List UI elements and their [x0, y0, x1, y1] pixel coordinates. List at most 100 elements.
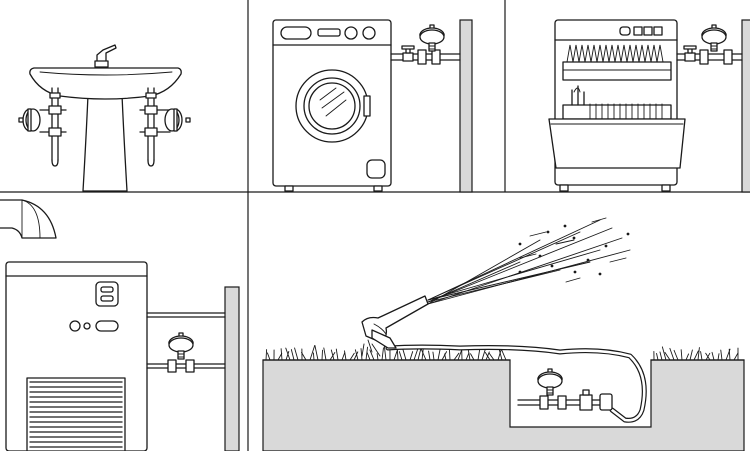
spray-droplet	[572, 236, 576, 240]
arrester-right-icon	[164, 108, 183, 132]
spray-jet	[427, 237, 623, 305]
grass-blade	[685, 353, 690, 361]
wall-right-panel4	[224, 286, 240, 451]
grass-blade	[309, 345, 316, 361]
spray-droplet	[546, 230, 550, 234]
grass-blade	[437, 347, 441, 361]
washbasin-bowl	[29, 67, 182, 100]
spray-jet	[427, 249, 601, 301]
grass-blade	[381, 347, 384, 361]
spray-droplet	[550, 264, 554, 268]
hose-connector	[599, 393, 613, 411]
grass-blade	[697, 347, 700, 361]
boiler-vent-grill	[26, 377, 126, 451]
washing-machine-panel	[272, 19, 473, 193]
grass-blade	[344, 350, 347, 361]
grass-blade	[354, 349, 359, 361]
grass-blade	[428, 350, 431, 361]
grass-blade	[383, 344, 387, 361]
grass-blade	[661, 346, 667, 361]
spray-droplet	[626, 232, 630, 236]
upper-rack	[562, 44, 672, 81]
grass-blade	[453, 352, 460, 361]
grass-blade	[497, 348, 502, 361]
grass-blade	[728, 348, 731, 361]
grass-blade	[369, 349, 375, 361]
grass-blade	[396, 349, 399, 361]
spray-droplet	[586, 258, 590, 262]
grass-blade	[700, 351, 703, 361]
grass-blade	[329, 352, 336, 361]
spray-jet	[427, 231, 581, 301]
grass-blade	[693, 350, 699, 361]
grass-blade	[717, 353, 720, 361]
grass-blade	[314, 344, 319, 361]
grass-blade	[669, 347, 675, 361]
arrester-left-icon	[22, 108, 41, 132]
grass-blade	[470, 353, 475, 361]
grass-blade	[441, 351, 448, 361]
wall-right-panel3	[741, 19, 750, 193]
arrester-icon	[419, 24, 445, 52]
spray-droplet	[518, 270, 522, 274]
grass-blade	[266, 352, 271, 361]
spray-droplet	[518, 242, 522, 246]
grass-blade	[312, 352, 315, 361]
grass-blade	[335, 348, 339, 361]
spray-droplet	[604, 244, 608, 248]
sprinkler-nozzle-icon	[361, 295, 429, 357]
grass-blade	[488, 352, 495, 361]
flue-pipe	[0, 199, 57, 239]
valve-icon	[683, 45, 697, 62]
grass-blade	[409, 351, 414, 361]
grass-blade	[366, 352, 371, 361]
grass-blade	[301, 351, 307, 361]
spray-droplet	[598, 272, 602, 276]
spray-jet	[427, 219, 601, 301]
spray-droplet	[573, 270, 577, 274]
grass	[265, 344, 739, 361]
grass-blade	[711, 351, 715, 361]
spray-dash	[591, 217, 607, 223]
grass-blade	[432, 351, 435, 361]
spray-dash	[609, 257, 627, 263]
spray-dash	[565, 277, 581, 283]
grass-blade	[457, 349, 463, 361]
grass-blade	[673, 349, 679, 361]
grass-blade	[285, 350, 290, 361]
grass-blade	[321, 349, 323, 361]
water-spray	[427, 217, 631, 305]
grass-blade	[349, 352, 355, 361]
grass-blade	[501, 349, 507, 361]
grass-blade	[656, 352, 659, 361]
arrester-icon	[168, 332, 194, 360]
grass-blade	[659, 351, 663, 361]
grass-blade	[365, 346, 368, 361]
wall-right-panel2	[459, 19, 473, 193]
spray-jet	[427, 249, 631, 305]
spray-jet	[427, 261, 591, 301]
grass-blade	[353, 351, 359, 361]
garden-panel	[262, 217, 745, 451]
grass-blade	[444, 353, 447, 361]
dishwasher-door	[548, 118, 686, 169]
arrester-icon	[701, 24, 727, 52]
grass-blade	[341, 352, 346, 361]
dishwasher-panel	[548, 19, 750, 193]
spray-jet	[427, 227, 613, 303]
grass-blade	[484, 352, 491, 361]
spray-dash	[555, 239, 575, 245]
grass-blade	[280, 348, 283, 361]
washbasin-pedestal	[82, 94, 128, 192]
valve-icon	[401, 45, 415, 62]
ground-block	[262, 359, 745, 451]
grass-blade	[448, 348, 451, 361]
grass-blade	[376, 353, 379, 361]
spray-jet	[427, 239, 541, 305]
boiler-display	[95, 281, 119, 307]
grass-blade	[733, 352, 739, 361]
spray-droplet	[563, 224, 567, 228]
